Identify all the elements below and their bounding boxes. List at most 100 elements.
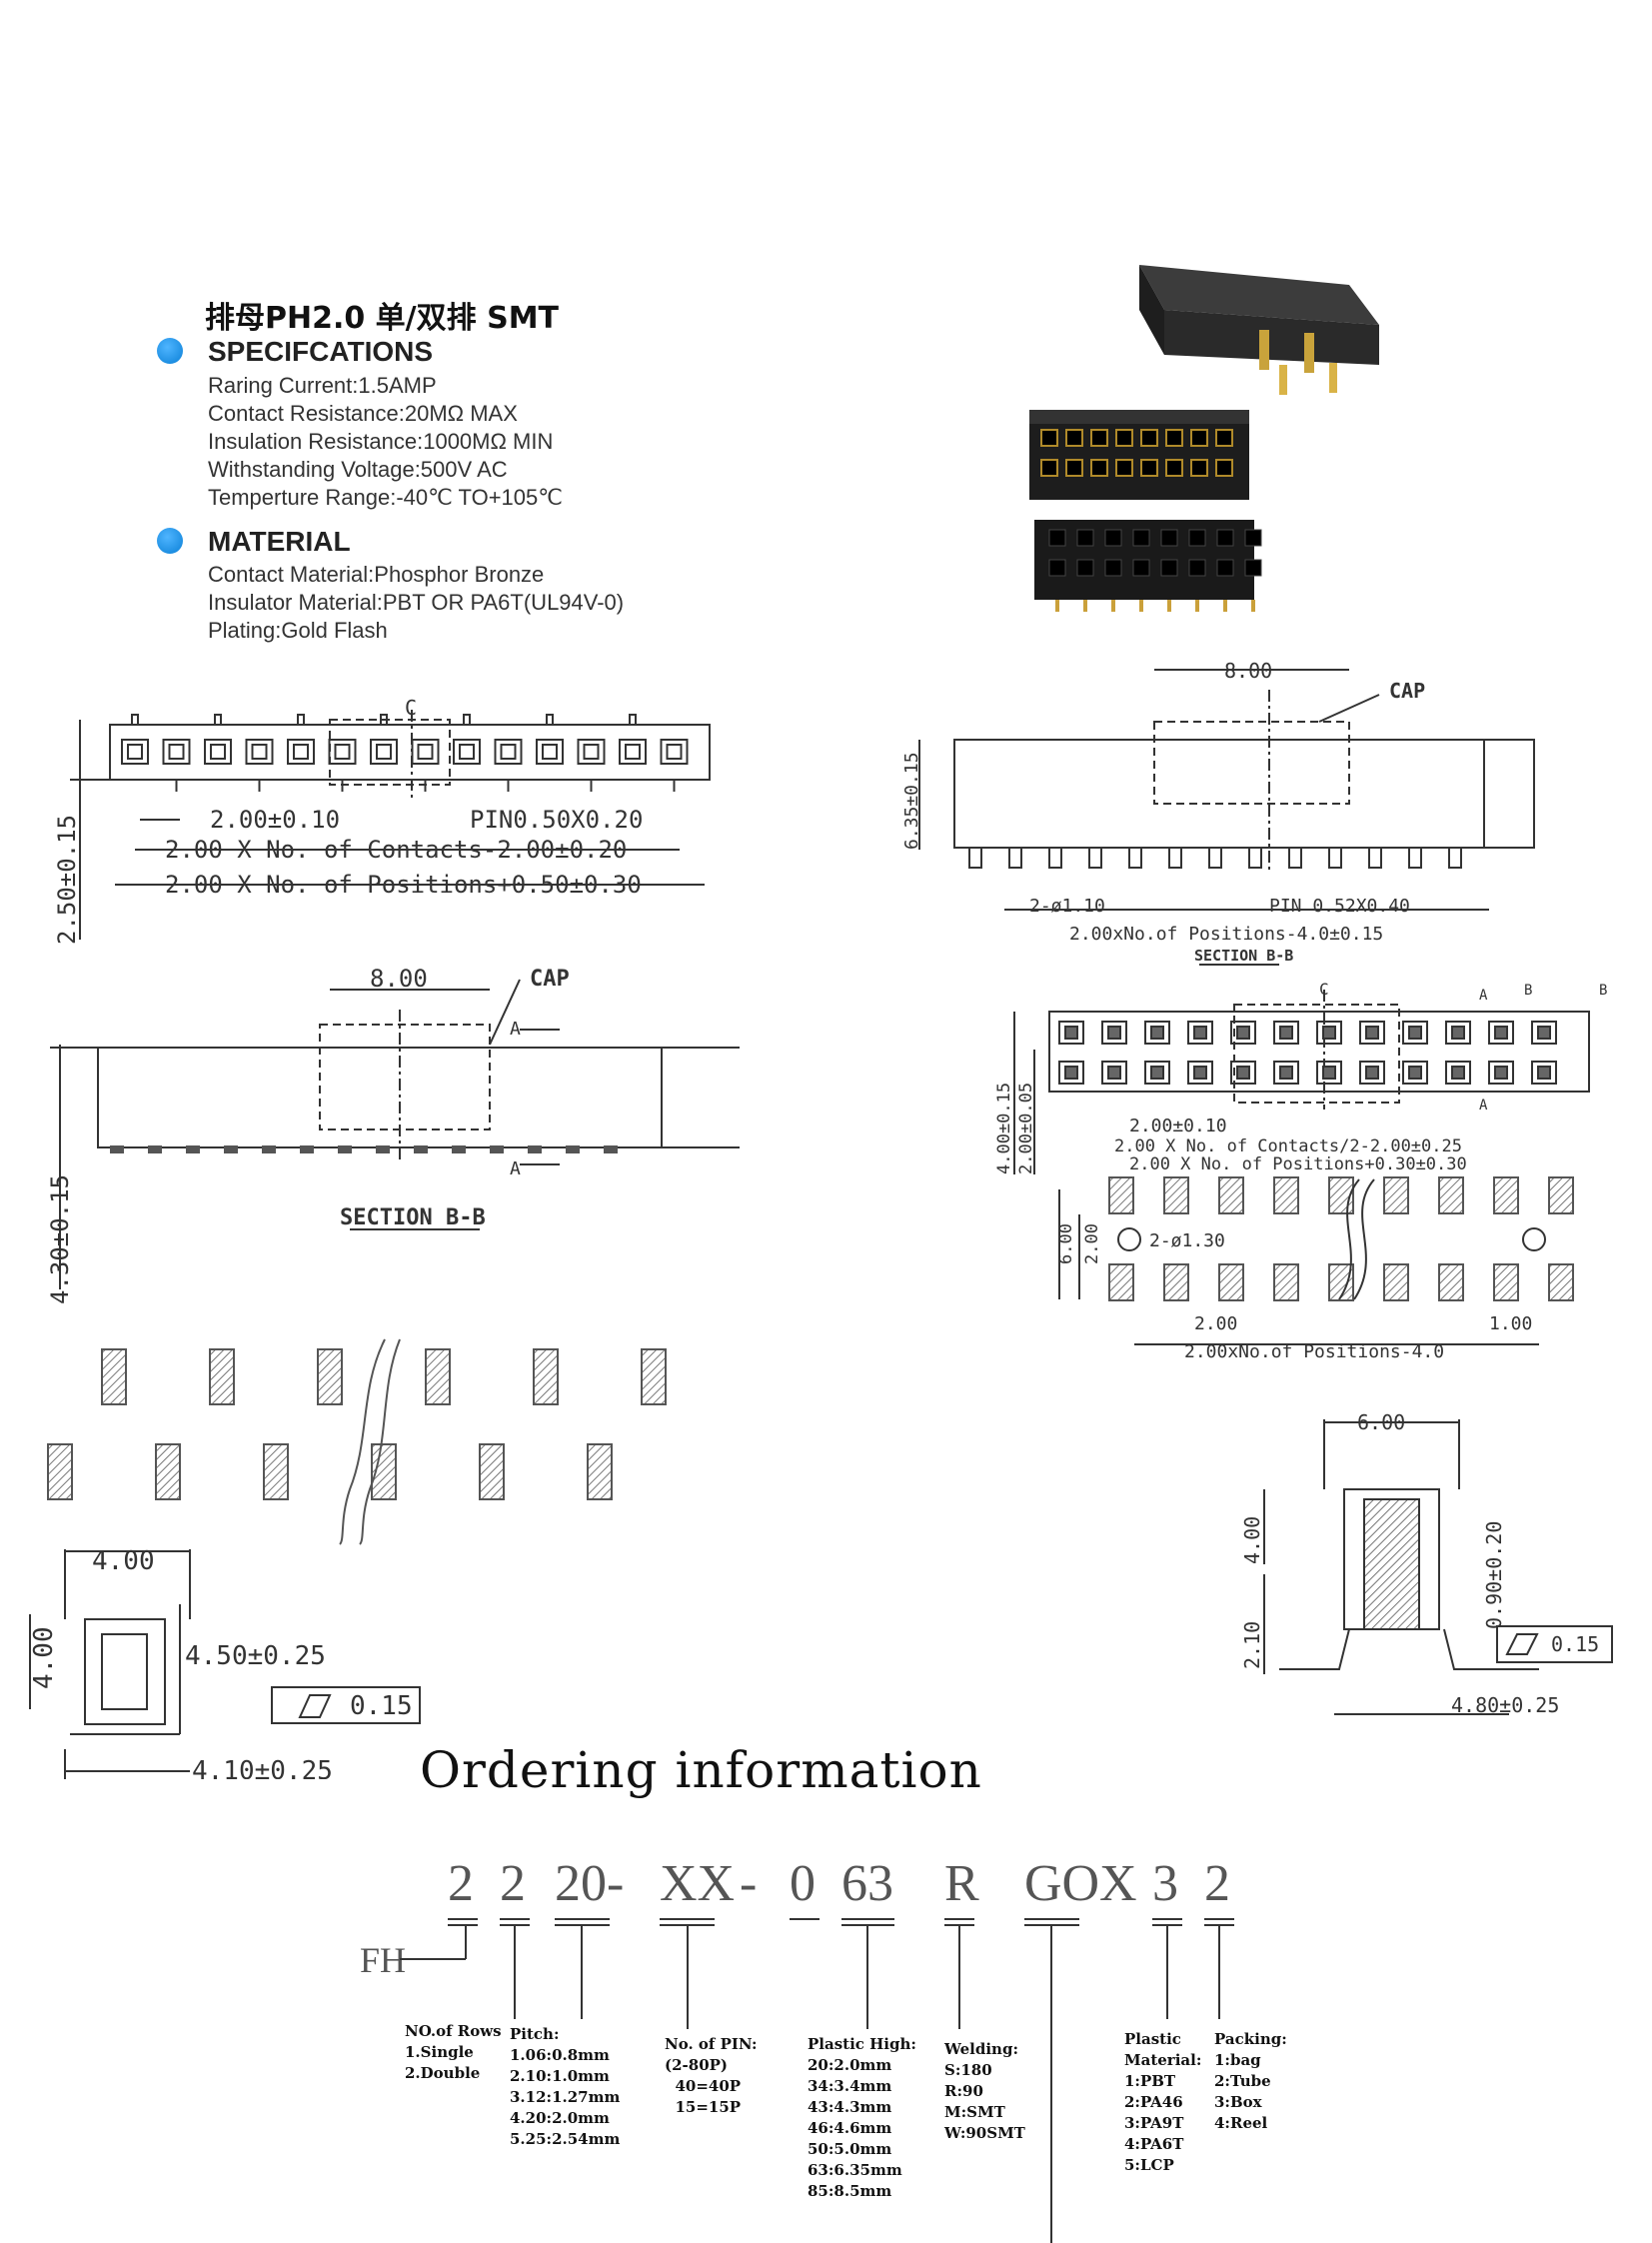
- pitch-dim: 2.00: [1194, 1313, 1237, 1334]
- material-line: Contact Material:Phosphor Bronze: [208, 562, 545, 587]
- lead-foot: [262, 1145, 276, 1153]
- code-digit: 20-: [555, 1855, 625, 1912]
- depth-dim: 4.50±0.25: [185, 1641, 326, 1671]
- drawing-single-row-section: 4.00 4.00 4.50±0.25 0.15 4.10±0.25: [29, 1546, 421, 1779]
- socket-hole: [1115, 459, 1133, 477]
- contact-cell-inner: [1064, 1066, 1078, 1080]
- positions-dim: 2.00xNo.of Positions-4.0: [1184, 1341, 1444, 1359]
- contact-cell-inner: [1537, 1026, 1551, 1040]
- contact-cell: [577, 739, 606, 765]
- pin-lead: [1448, 848, 1462, 869]
- height-dim: 4.00±0.15: [994, 1083, 1014, 1174]
- positions-dim: 2.00 X No. of Positions+0.50±0.30: [165, 871, 642, 899]
- pin-lead: [1008, 848, 1022, 869]
- pin-tail: [546, 714, 554, 725]
- contact-cell: [204, 739, 232, 765]
- pin-lead: [1208, 848, 1222, 869]
- contact-cell: [1402, 1061, 1428, 1085]
- solder-pad: [1218, 1263, 1244, 1301]
- contact-cell-inner: [500, 744, 517, 760]
- smt-pin: [1111, 600, 1115, 612]
- drawing-double-row-side: 8.00 CAP 6.35±0.15 2-ø1.10 PIN 0.52X0.40…: [901, 659, 1535, 966]
- height-dim: 2.50±0.15: [53, 815, 81, 945]
- solder-pad: [1163, 1263, 1189, 1301]
- code-digit: GO: [1024, 1855, 1100, 1912]
- socket-hole: [1216, 559, 1234, 577]
- socket-hole: [1065, 459, 1083, 477]
- solder-pad: [1438, 1263, 1464, 1301]
- contact-cell-inner: [1494, 1026, 1508, 1040]
- section-mark: B: [1524, 983, 1532, 999]
- contact-cell-inner: [1408, 1066, 1422, 1080]
- contact-cell: [1531, 1021, 1557, 1045]
- contact-cell-inner: [1279, 1066, 1293, 1080]
- smt-pin: [1251, 600, 1255, 612]
- lead-foot: [338, 1145, 352, 1153]
- solder-pad: [209, 1348, 235, 1405]
- contacts-dim: 2.00 X No. of Contacts-2.00±0.20: [165, 836, 627, 864]
- foot-dim: 4.10±0.25: [192, 1756, 333, 1779]
- drawing-double-row-top: C A B B A 2.00±0.10 2.00 X No. of Contac…: [994, 980, 1607, 1174]
- contact-cell: [1531, 1061, 1557, 1085]
- socket-hole: [1090, 459, 1108, 477]
- solder-pad: [1383, 1176, 1409, 1214]
- solder-pad: [1438, 1176, 1464, 1214]
- pin-tail: [463, 714, 471, 725]
- code-digit: -: [740, 1855, 758, 1912]
- contact-cell-inner: [1150, 1026, 1164, 1040]
- bullet-icon: [157, 528, 183, 554]
- contact-cell: [1101, 1021, 1127, 1045]
- contact-cell-inner: [1322, 1026, 1336, 1040]
- legend-packing: Packing: 1:bag 2:Tube 3:Box 4:Reel: [1214, 2030, 1287, 2132]
- smt-pin: [1083, 600, 1087, 612]
- width-dim: 4.00: [92, 1546, 155, 1576]
- lead-foot: [148, 1145, 162, 1153]
- socket-hole: [1190, 429, 1208, 447]
- contact-cell: [1445, 1021, 1471, 1045]
- section-mark: A: [1479, 1098, 1488, 1114]
- contact-cell-inner: [1107, 1066, 1121, 1080]
- socket-hole: [1048, 529, 1066, 547]
- contact-cell-inner: [625, 744, 641, 760]
- section-mark: A: [510, 1019, 521, 1040]
- contact-cell: [411, 739, 440, 765]
- solder-pad: [479, 1443, 505, 1500]
- pin-lead: [1048, 848, 1062, 869]
- contact-cell: [1187, 1021, 1213, 1045]
- socket-hole: [1140, 429, 1158, 447]
- spec-line: Raring Current:1.5AMP: [208, 373, 437, 398]
- legend-material: Plastic Material: 1:PBT 2:PA46 3:PA9T 4:…: [1124, 2030, 1202, 2174]
- material-line: Insulator Material:PBT OR PA6T(UL94V-0): [208, 590, 625, 615]
- solder-pad: [155, 1443, 181, 1500]
- legend-rows: NO.of Rows 1.Single 2.Double: [405, 2022, 502, 2082]
- ordering-connectors: [400, 1918, 1234, 2243]
- contact-cell: [1058, 1021, 1084, 1045]
- cap-label: CAP: [1389, 679, 1425, 703]
- ordering-title: Ordering information: [420, 1741, 982, 1799]
- height-dim: 2.00: [1082, 1223, 1102, 1264]
- solder-pad: [587, 1443, 613, 1500]
- solder-pad: [263, 1443, 289, 1500]
- socket-hole: [1188, 559, 1206, 577]
- socket-hole: [1215, 459, 1233, 477]
- socket-hole: [1065, 429, 1083, 447]
- socket-hole: [1165, 459, 1183, 477]
- pitch-dim: 2.00±0.10: [210, 806, 340, 834]
- positions-dim: 2.00xNo.of Positions-4.0±0.15: [1069, 924, 1383, 945]
- pitch-dim: 1.00: [1489, 1313, 1532, 1334]
- solder-pad: [1383, 1263, 1409, 1301]
- spec-line: Withstanding Voltage:500V AC: [208, 457, 508, 482]
- smt-pin: [1195, 600, 1199, 612]
- pin-lead: [1368, 848, 1382, 869]
- pin-lead: [1088, 848, 1102, 869]
- drawing-single-row-side: 8.00 CAP A A SECTION B-B 4.30±0.15: [46, 965, 740, 1304]
- solder-pad: [101, 1348, 127, 1405]
- contact-cell: [162, 739, 191, 765]
- contact-cell-inner: [542, 744, 558, 760]
- socket-hole: [1104, 529, 1122, 547]
- pitch-dim: 2.00±0.10: [1129, 1116, 1227, 1136]
- solder-pad: [1548, 1176, 1574, 1214]
- contact-cell-inner: [1107, 1026, 1121, 1040]
- contact-cell-inner: [1236, 1026, 1250, 1040]
- code-digit: X: [1099, 1855, 1137, 1912]
